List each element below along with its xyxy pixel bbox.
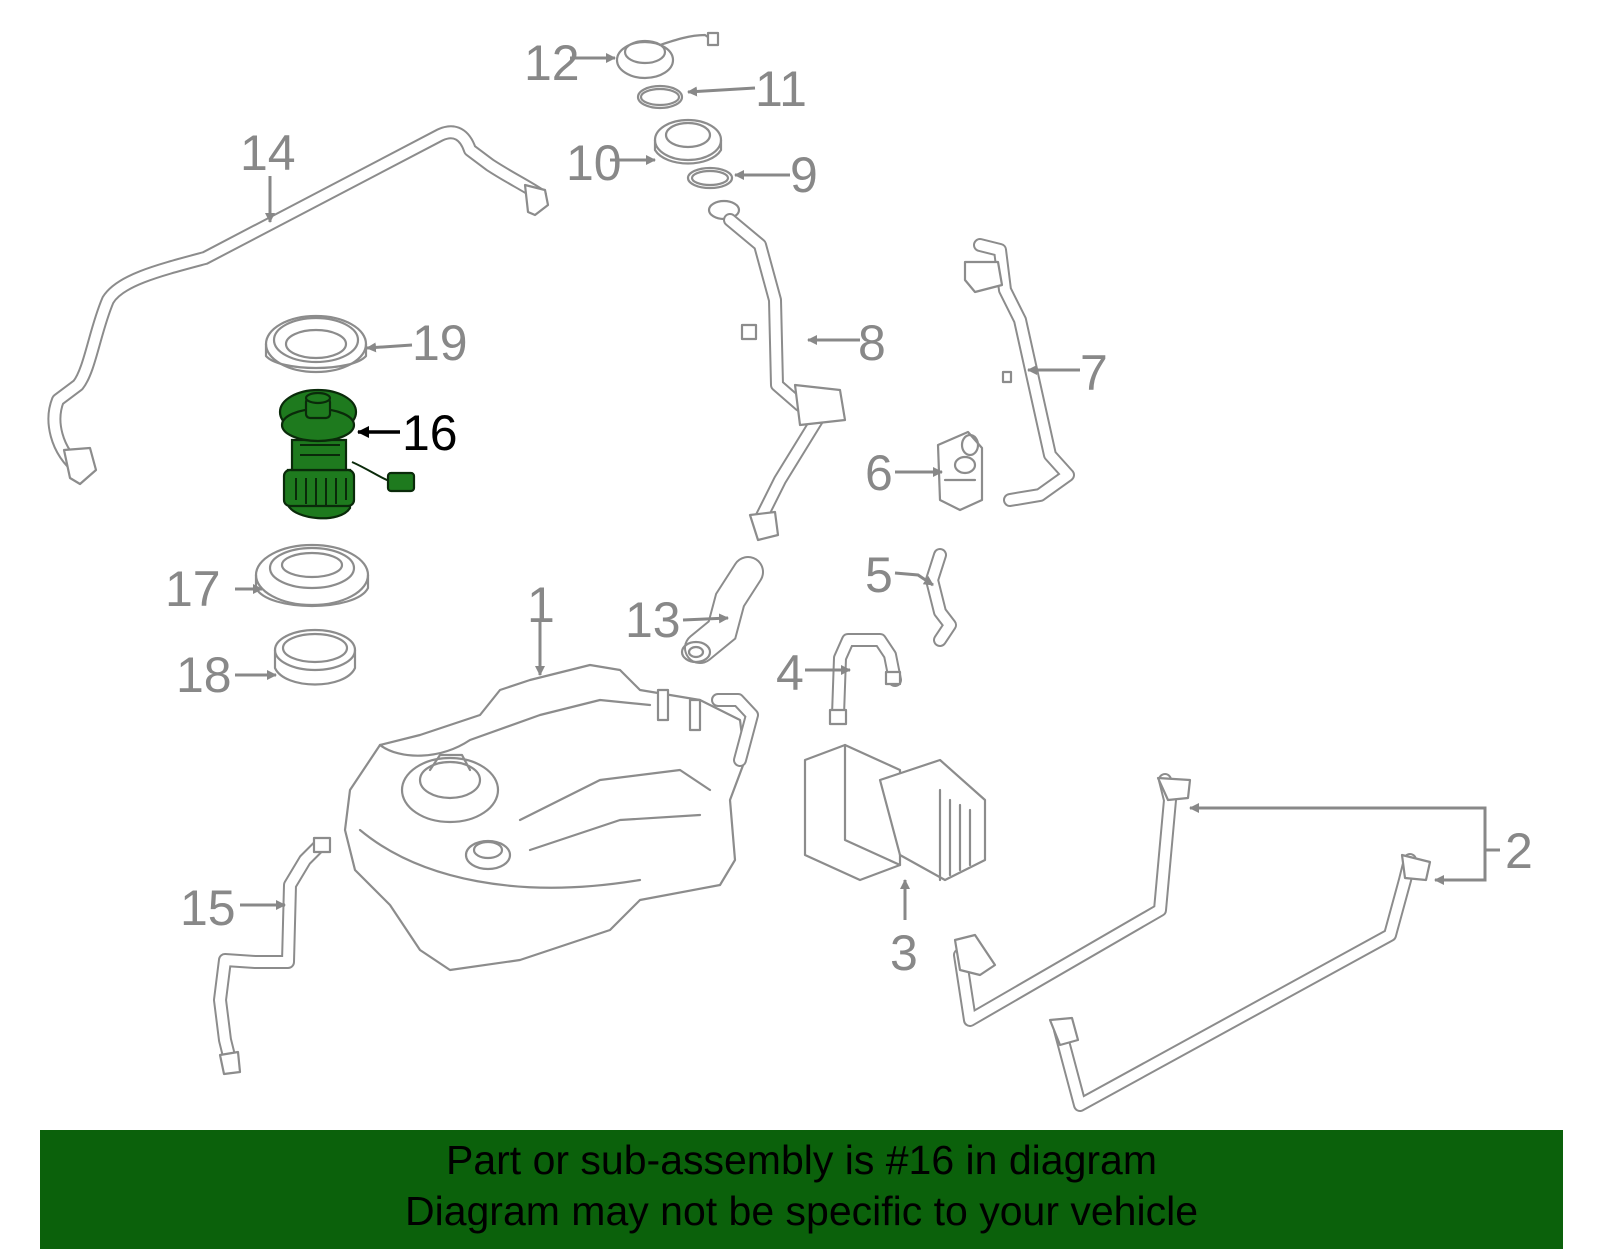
callout-10: 10 [566, 135, 622, 191]
callout-19: 19 [412, 315, 468, 371]
callout-16: 16 [402, 405, 458, 461]
part-2-tank-straps [953, 773, 1432, 1112]
callout-7: 7 [1080, 345, 1108, 401]
callout-15: 15 [180, 880, 236, 936]
part-7-vent-line [963, 238, 1075, 507]
info-banner: Part or sub-assembly is #16 in diagram D… [40, 1130, 1563, 1249]
part-12-filler-cap [615, 31, 720, 80]
part-11-o-ring [636, 84, 684, 110]
part-19-lock-ring [264, 314, 368, 374]
callout-17: 17 [165, 561, 221, 617]
part-10-filler-neck-cap [653, 118, 723, 165]
callout-2: 2 [1505, 823, 1533, 879]
part-4-vapor-tube [828, 633, 902, 726]
part-13-filler-hose [680, 556, 764, 664]
callout-14: 14 [240, 125, 296, 181]
part-5-hose [925, 548, 957, 647]
callout-3: 3 [890, 925, 918, 981]
callout-12: 12 [524, 35, 580, 91]
callout-labels: 12 11 10 9 14 19 16 8 7 6 5 17 13 1 4 18… [165, 35, 1533, 981]
part-18-ring [273, 628, 357, 686]
callout-4: 4 [776, 645, 804, 701]
callout-5: 5 [865, 547, 893, 603]
part-17-gasket [254, 543, 370, 608]
callout-1: 1 [527, 577, 555, 633]
callout-13: 13 [625, 592, 681, 648]
callout-9: 9 [790, 147, 818, 203]
leader-lines [235, 53, 1500, 920]
callout-11: 11 [755, 61, 807, 117]
banner-line-part-number: Part or sub-assembly is #16 in diagram [446, 1137, 1157, 1183]
part-16-fuel-pump-module [278, 388, 416, 520]
part-1-fuel-tank [343, 663, 759, 972]
banner-line-disclaimer: Diagram may not be specific to your vehi… [404, 1188, 1198, 1234]
part-9-seal [686, 166, 734, 190]
part-6-valve [936, 430, 984, 512]
callout-8: 8 [858, 315, 886, 371]
callout-18: 18 [176, 647, 232, 703]
part-3-canister [803, 743, 987, 882]
part-15-tube [213, 836, 332, 1076]
part-14-fuel-line [47, 125, 550, 486]
part-8-filler-pipe [707, 199, 847, 542]
callout-6: 6 [865, 445, 893, 501]
